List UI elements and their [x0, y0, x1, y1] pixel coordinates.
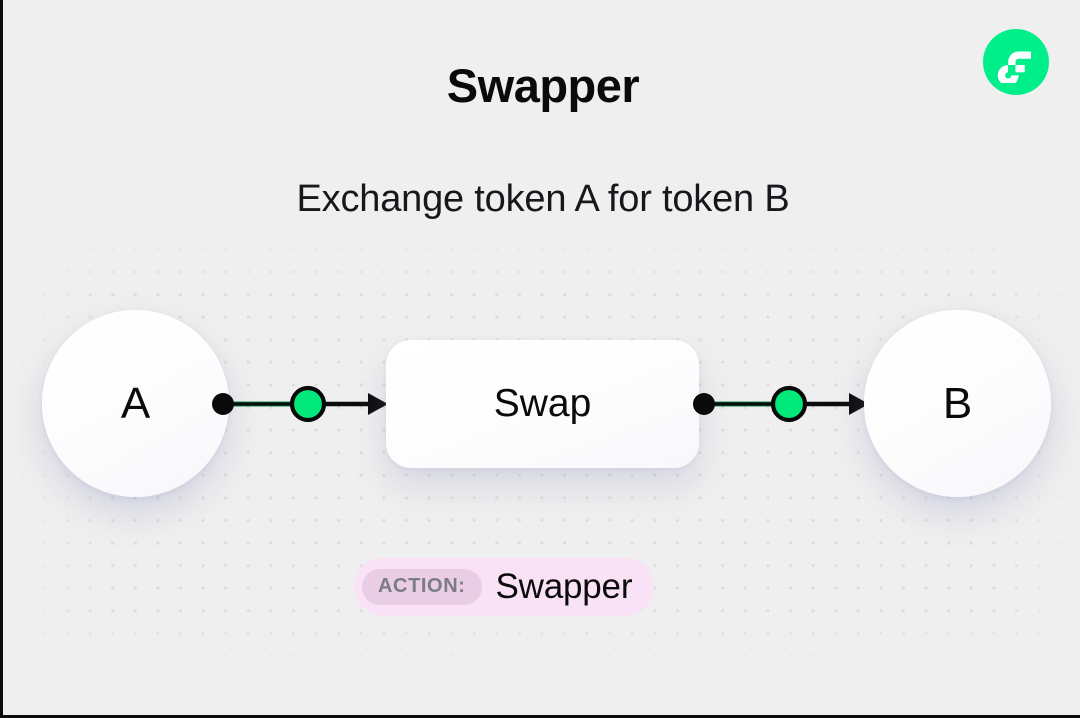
action-badge: ACTION: Swapper: [354, 558, 655, 616]
flow-logo-icon: [983, 29, 1049, 95]
node-swap-label: Swap: [493, 382, 592, 425]
action-label: ACTION:: [362, 569, 482, 605]
node-token-b[interactable]: B: [864, 310, 1051, 497]
node-token-a[interactable]: A: [42, 310, 229, 497]
page-title: Swapper: [446, 59, 640, 112]
node-swap[interactable]: Swap: [386, 340, 699, 468]
page-subtitle: Exchange token A for token B: [296, 178, 790, 220]
node-token-b-label: B: [942, 378, 973, 428]
node-token-a-label: A: [120, 378, 151, 428]
edge-swap-to-token-b: [689, 381, 869, 427]
edge-token-a-to-swap: [208, 381, 388, 427]
action-value: Swapper: [495, 567, 633, 606]
